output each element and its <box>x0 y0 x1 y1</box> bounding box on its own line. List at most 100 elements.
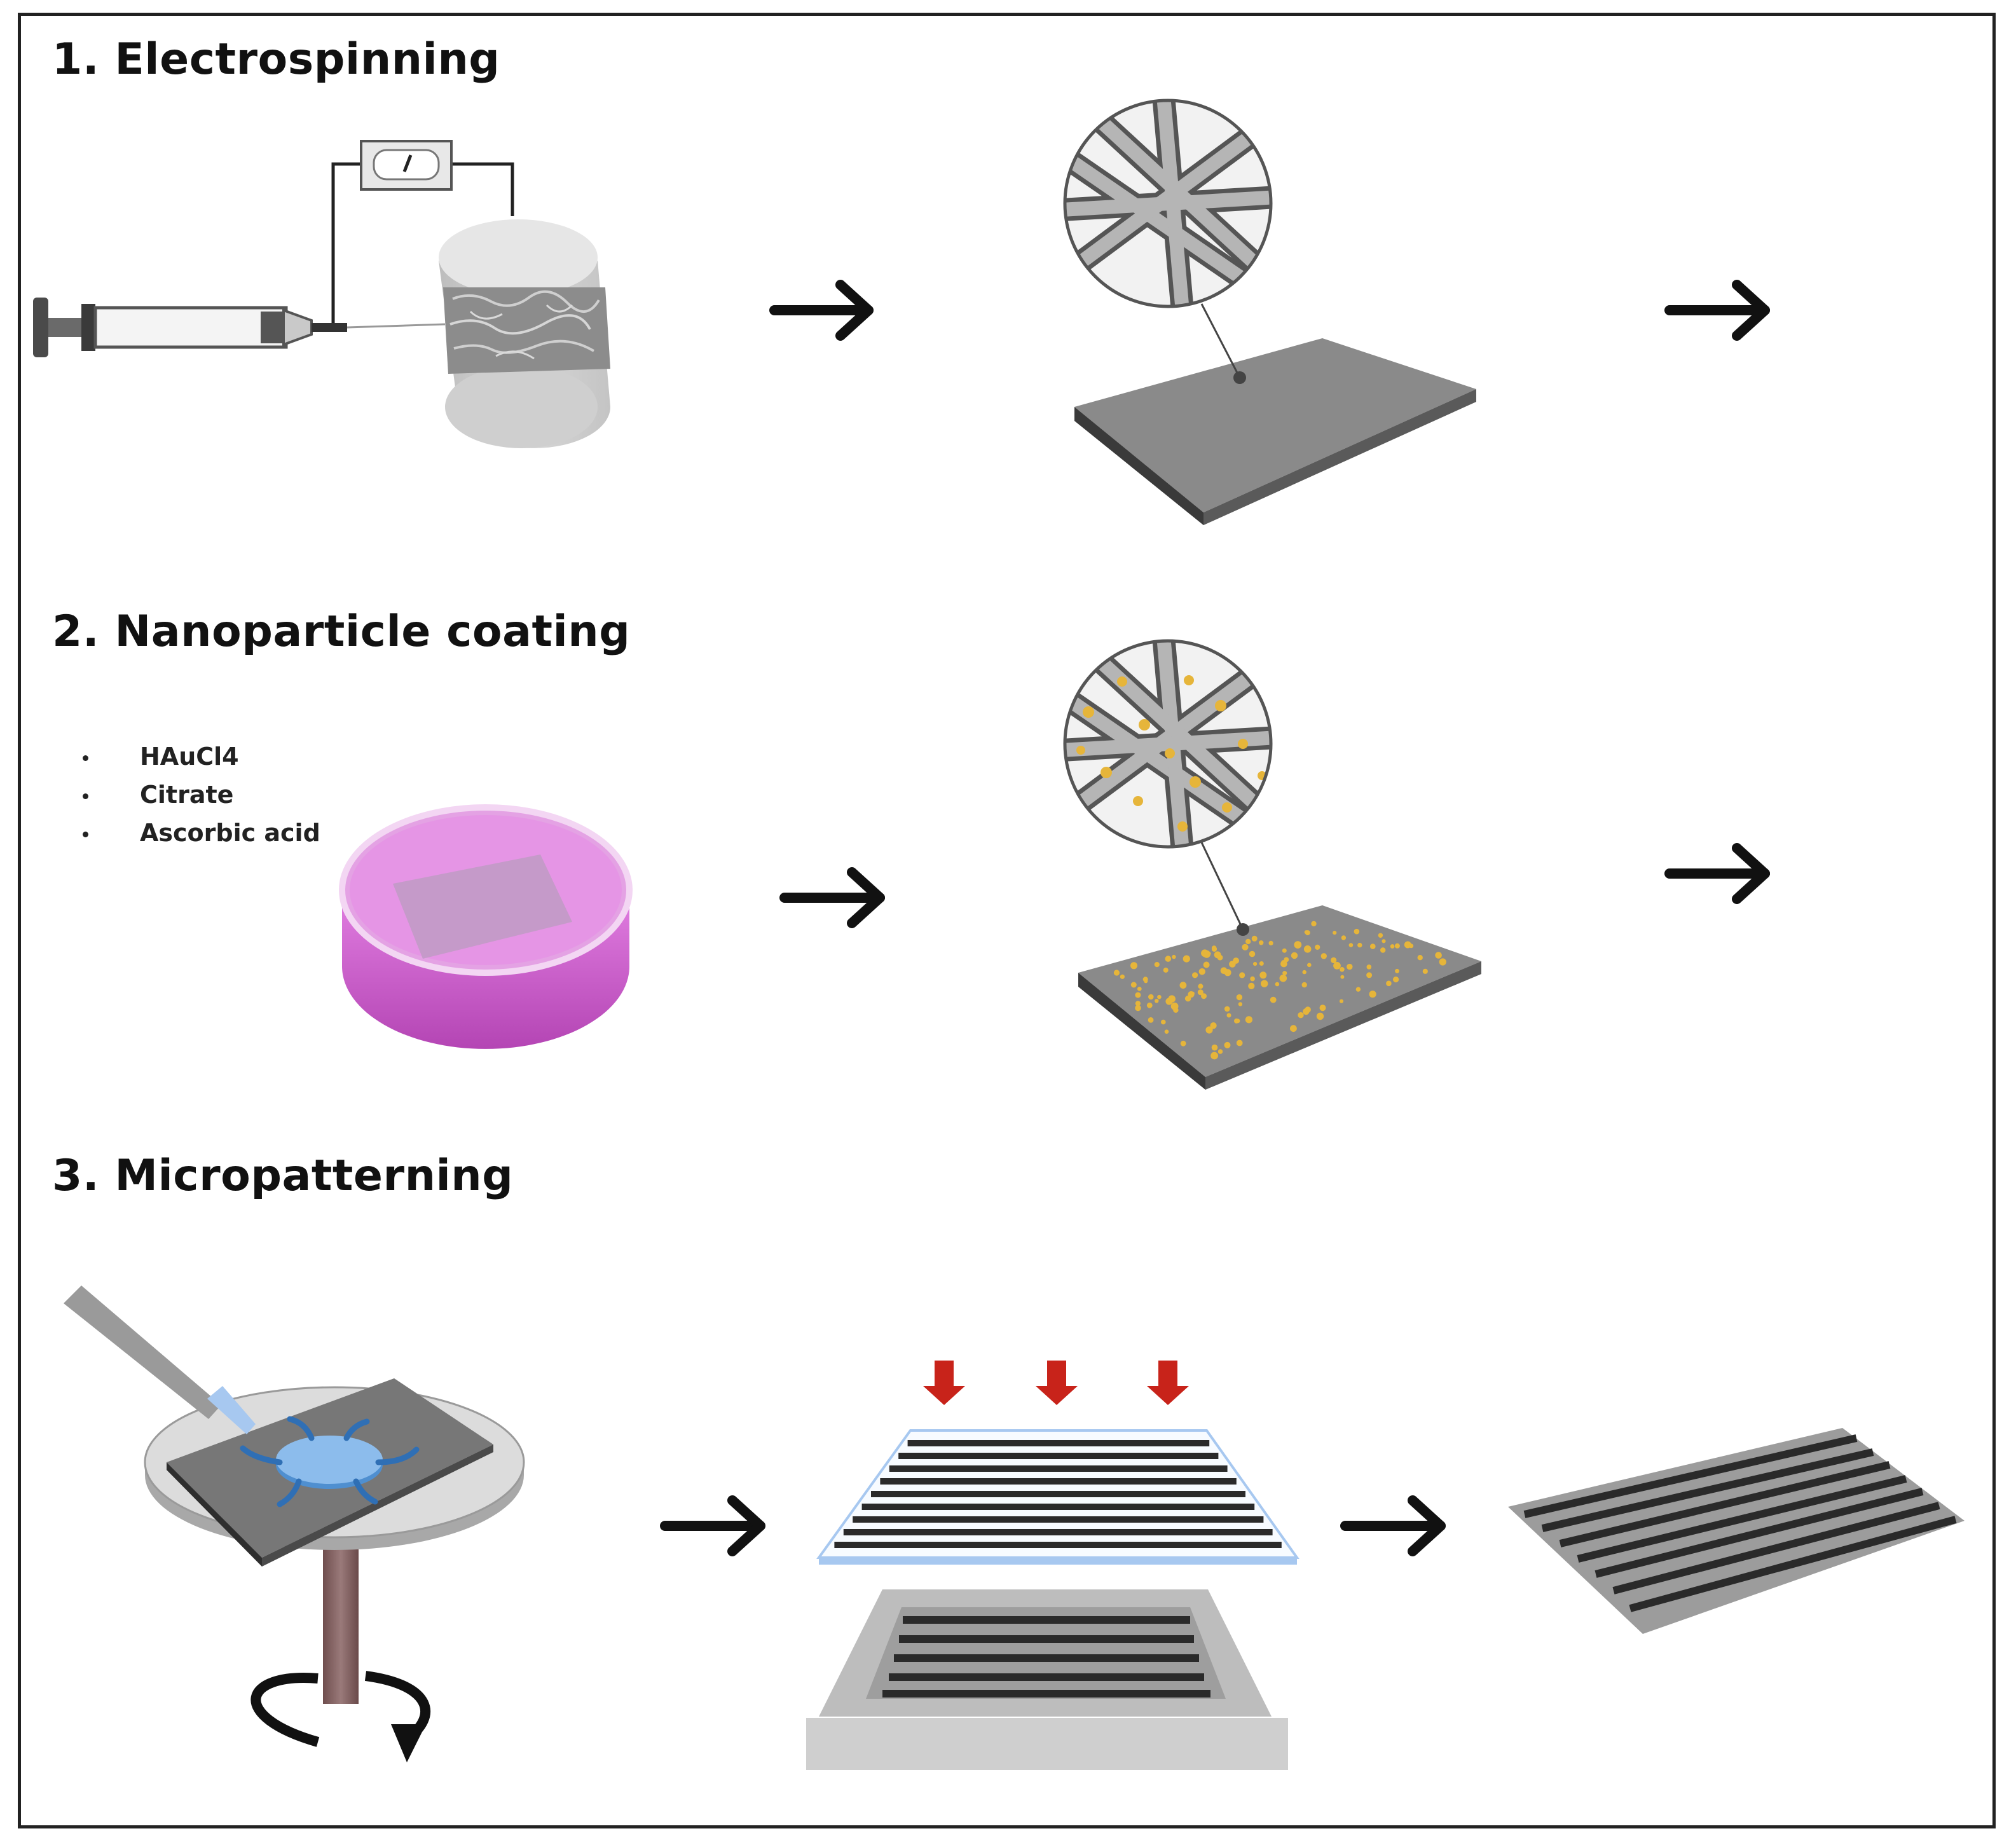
gold-nanoparticle <box>1203 961 1210 968</box>
patterned-substrate <box>1508 1428 1965 1634</box>
voltmeter-icon <box>360 140 453 191</box>
gold-nanoparticle <box>1366 964 1372 970</box>
gold-nanoparticle <box>1439 958 1446 966</box>
gold-nanoparticle <box>1369 991 1376 998</box>
gold-nanoparticle <box>1210 1052 1218 1060</box>
gold-nanoparticle <box>1210 1022 1217 1029</box>
gold-nanoparticle <box>1217 954 1223 961</box>
gold-nanoparticle <box>1366 972 1373 978</box>
gold-nanoparticle <box>1282 948 1287 953</box>
petri-dish-icon <box>339 804 633 1049</box>
gold-nanoparticle <box>1302 970 1306 975</box>
reagent-list: HAuCl4 Citrate Ascorbic acid <box>83 743 320 857</box>
gold-nanoparticle <box>1155 999 1159 1003</box>
gold-nanoparticle <box>1357 942 1362 948</box>
gold-nanoparticle <box>1348 943 1354 947</box>
fiber-mat <box>1074 303 1476 525</box>
gold-nanoparticle <box>1224 969 1231 977</box>
gold-nanoparticle <box>1201 993 1207 999</box>
gold-nanoparticle <box>1307 963 1312 968</box>
gold-nanoparticle <box>1135 992 1141 998</box>
gold-nanoparticle <box>1236 994 1243 1001</box>
gold-nanoparticle <box>1205 1026 1213 1034</box>
reagent-item: HAuCl4 <box>83 743 320 781</box>
gold-nanoparticle <box>1238 1002 1243 1006</box>
step-2-title: 2. Nanoparticle coating <box>52 607 631 657</box>
gold-nanoparticle <box>1281 960 1286 964</box>
gold-nanoparticle <box>1192 972 1198 978</box>
gold-nanoparticle <box>1316 1012 1324 1020</box>
gold-nanoparticle <box>1224 1041 1231 1048</box>
gold-nanoparticle <box>1259 961 1264 966</box>
gold-nanoparticle <box>1211 946 1217 952</box>
gold-nanoparticle <box>1282 971 1287 976</box>
pipette-icon <box>64 1286 256 1434</box>
flow-arrow-icon <box>660 1495 765 1556</box>
gold-nanoparticle <box>1305 930 1310 936</box>
gold-nanoparticle <box>1248 982 1255 989</box>
gold-nanoparticle <box>1120 974 1125 979</box>
gold-nanoparticle <box>1229 961 1236 968</box>
gold-nanoparticle <box>1370 943 1376 949</box>
gold-nanoparticle <box>1275 982 1280 987</box>
gold-nanoparticle <box>1303 945 1312 953</box>
gold-nanoparticle <box>1163 967 1169 973</box>
gold-nanoparticle <box>1311 921 1317 927</box>
gold-nanoparticle <box>1130 962 1137 970</box>
gold-nanoparticle <box>1390 944 1395 949</box>
gold-nanoparticle <box>1382 939 1386 943</box>
gold-nanoparticle <box>1417 955 1423 961</box>
gold-nanoparticles <box>1113 921 1446 1060</box>
gold-nanoparticle <box>1198 984 1203 989</box>
gold-nanoparticle <box>1268 940 1273 945</box>
gold-nanoparticle <box>1395 968 1399 973</box>
gold-nanoparticle <box>1386 980 1392 987</box>
gold-nanoparticle <box>1394 943 1400 949</box>
gold-nanoparticle <box>1331 957 1337 963</box>
gold-nanoparticle <box>1146 1002 1153 1008</box>
gold-nanoparticle <box>1172 954 1176 959</box>
magnifier-icon <box>1063 639 1273 849</box>
gold-nanoparticle <box>1339 999 1344 1003</box>
flow-arrow-icon <box>1340 1495 1446 1556</box>
gold-nanoparticle <box>1190 991 1195 996</box>
gold-nanoparticle <box>1148 994 1154 1000</box>
flow-arrow-icon <box>769 280 874 341</box>
gold-nanoparticle <box>1135 1005 1141 1012</box>
gold-nanoparticle <box>1409 943 1414 949</box>
gold-nanoparticle <box>1333 962 1341 970</box>
gold-nanoparticle <box>1259 971 1267 979</box>
flow-arrow-icon <box>1664 280 1770 341</box>
gold-nanoparticle <box>1183 955 1190 963</box>
gold-nanoparticle <box>1236 1039 1243 1046</box>
gold-nanoparticle <box>1355 987 1361 992</box>
collector-drum-icon <box>439 219 610 448</box>
gold-nanoparticle <box>1249 950 1256 957</box>
gold-nanoparticle <box>1164 1029 1169 1034</box>
gold-nanoparticle <box>1154 962 1160 968</box>
reagent-item: Citrate <box>83 781 320 819</box>
gold-nanoparticle <box>1135 1001 1141 1006</box>
gold-nanoparticle <box>1315 944 1320 950</box>
gold-nanoparticle <box>1148 1017 1154 1023</box>
gold-nanoparticle <box>1161 1019 1166 1025</box>
gold-nanoparticle <box>1284 957 1289 963</box>
magnifier-icon <box>1063 99 1273 308</box>
step-3-title: 3. Micropatterning <box>52 1151 514 1201</box>
gold-nanoparticle <box>1130 982 1137 988</box>
photomask <box>816 1429 1299 1565</box>
gold-nanoparticle <box>1253 962 1258 966</box>
gold-nanoparticle <box>1298 1012 1304 1019</box>
gold-nanoparticle <box>1290 1025 1297 1032</box>
reagent-item: Ascorbic acid <box>83 819 320 857</box>
gold-nanoparticle <box>1198 968 1206 975</box>
spin-coater-icon <box>144 1378 525 1704</box>
gold-nanoparticle <box>1245 938 1251 945</box>
gold-nanoparticle <box>1294 941 1302 949</box>
gold-nanoparticle <box>1251 935 1258 942</box>
gold-nanoparticle <box>1380 947 1386 953</box>
gold-nanoparticle <box>1422 968 1428 974</box>
flow-arrow-icon <box>779 867 885 928</box>
flow-arrow-icon <box>660 280 1770 1556</box>
syringe-icon <box>33 298 446 357</box>
